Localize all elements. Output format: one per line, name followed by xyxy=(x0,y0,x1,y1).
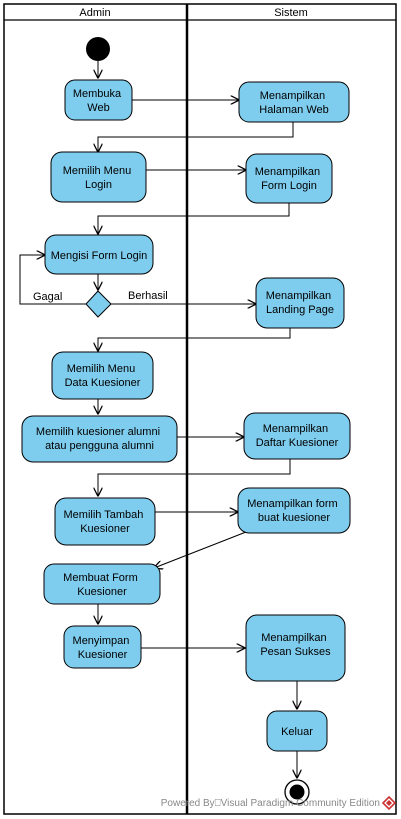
flow-halaman-web-to-menu-login xyxy=(98,120,294,152)
activity-membuka-web: Membuka Web xyxy=(64,79,133,121)
svg-text:Menampilkan Landing Page: Menampilkan Landing Page xyxy=(266,290,334,316)
activity-menampilkan-pesan-sukses: Menampilkan Pesan Sukses xyxy=(245,614,346,682)
activity-memilih-menu-data-kuesioner: Memilih Menu Data Kuesioner xyxy=(51,351,154,400)
flow-landing-to-menu-data xyxy=(98,328,291,351)
lane-header-admin: Admin xyxy=(79,7,110,19)
activity-memilih-tambah-kuesioner: Memilih Tambah Kuesioner xyxy=(54,497,156,546)
svg-text:Keluar: Keluar xyxy=(281,726,313,738)
svg-text:Menampilkan Pesan Sukses: Menampilkan Pesan Sukses xyxy=(260,632,331,658)
svg-text:Memilih kuesioner alumni: Memilih kuesioner alumni atau pengguna a… xyxy=(36,426,163,452)
svg-text:Menampilkan Form Login: Menampilkan Form Login xyxy=(255,166,323,192)
watermark-text: Powered By⎕Visual Paradigm Community Edi… xyxy=(161,798,380,809)
svg-text:Memilih Menu Login: Memilih Menu Login xyxy=(63,165,135,191)
svg-text:Mengisi Form Login: Mengisi Form Login xyxy=(51,250,148,262)
visual-paradigm-logo-icon xyxy=(381,795,397,811)
activity-mengisi-form-login: Mengisi Form Login xyxy=(44,234,154,275)
svg-text:Menampilkan form buat ku: Menampilkan form buat kuesioner xyxy=(247,498,341,524)
flow-form-buat-to-membuat xyxy=(154,531,247,568)
lane-header-sistem: Sistem xyxy=(274,7,308,19)
activity-membuat-form-kuesioner: Membuat Form Kuesioner xyxy=(43,563,161,605)
control-flows xyxy=(19,61,297,778)
activity-menampilkan-landing-page: Menampilkan Landing Page xyxy=(255,277,345,329)
activity-menampilkan-halaman-web: Menampilkan Halaman Web xyxy=(238,81,350,123)
guard-berhasil: Berhasil xyxy=(128,290,168,302)
svg-text:Menampilkan Daftar Kuesi: Menampilkan Daftar Kuesioner xyxy=(256,423,339,449)
swimlane-frame: Admin Sistem xyxy=(3,3,397,815)
svg-text:Membuat Form Kuesioner: Membuat Form Kuesioner xyxy=(63,572,141,598)
guard-gagal: Gagal xyxy=(33,291,62,303)
flow-decision-gagal-loop xyxy=(19,255,86,305)
activity-keluar: Keluar xyxy=(266,710,328,752)
activity-memilih-kuesioner-alumni: Memilih kuesioner alumni atau pengguna a… xyxy=(21,415,178,463)
activity-menampilkan-daftar-kuesioner: Menampilkan Daftar Kuesioner xyxy=(243,412,351,460)
svg-text:Memilih Tambah Kuesioner: Memilih Tambah Kuesioner xyxy=(64,509,147,535)
final-node xyxy=(284,779,310,805)
decision-node xyxy=(85,290,112,318)
svg-text:Menampilkan Halaman Web: Menampilkan Halaman Web xyxy=(259,90,329,116)
activity-menampilkan-form-login: Menampilkan Form Login xyxy=(245,153,333,204)
svg-text:Membuka Web: Membuka Web xyxy=(73,88,124,114)
activity-menyimpan-kuesioner: Menyimpan Kuesioner xyxy=(63,625,142,669)
activity-menampilkan-form-buat-kuesioner: Menampilkan form buat kuesioner xyxy=(237,487,351,534)
svg-text:Menyimpan Kuesioner: Menyimpan Kuesioner xyxy=(73,635,133,661)
initial-node xyxy=(86,37,110,61)
flow-daftar-to-tambah xyxy=(98,459,291,496)
flow-form-login-to-mengisi xyxy=(98,203,290,234)
svg-text:Memilih Menu Data Kuesio: Memilih Menu Data Kuesioner xyxy=(65,363,141,389)
activity-memilih-menu-login: Memilih Menu Login xyxy=(50,151,147,203)
